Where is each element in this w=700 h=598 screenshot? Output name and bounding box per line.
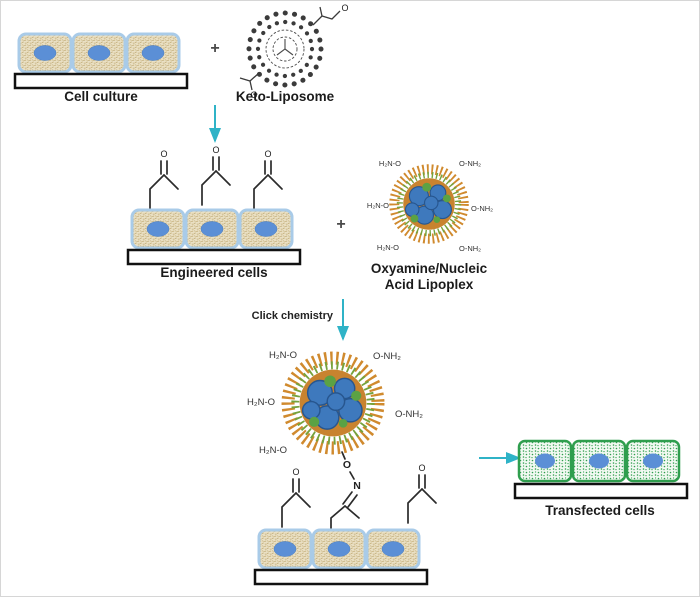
oxime-double-bond (342, 491, 353, 505)
cell (130, 208, 186, 250)
oxyamine-label: O-NH₂ (471, 204, 493, 213)
oxime-connector (341, 451, 346, 460)
cell (365, 528, 421, 570)
keto-tail-double-bond (249, 80, 253, 91)
group-oxyamine-lipoplex: H₂N-O O-NH₂ H₂N-O O-NH₂ H₂N-O O-NH₂ Oxya… (367, 159, 493, 292)
plus-operator: + (210, 40, 219, 57)
oxyamine-label: H₂N-O (379, 159, 401, 168)
group-transfected-cells: Transfected cells (513, 439, 689, 518)
ketone-group (407, 462, 437, 524)
oxyamine-label: O-NH₂ (459, 159, 481, 168)
oxygen-label: O (250, 90, 257, 100)
group-cell-culture: Cell culture (13, 32, 189, 104)
oxime-carbon-chain (330, 505, 346, 529)
cell (17, 32, 73, 74)
oxime-nitrogen-label: N (353, 480, 361, 492)
oxyamine-label: H₂N-O (377, 243, 399, 252)
liposome-bead-ring-inner (255, 19, 315, 79)
group-engineered-cells: Engineered cells (126, 144, 302, 280)
oxyamine-label: H₂N-O (269, 350, 297, 361)
oxime-oxygen-label: O (343, 459, 351, 471)
lipoplex-name-line1: Oxyamine/Nucleic (371, 261, 488, 276)
oxyamine-label: O-NH₂ (395, 409, 423, 420)
cell (311, 528, 367, 570)
oxyamine-label: O-NH₂ (373, 351, 401, 362)
culture-platform (253, 568, 429, 586)
group-keto-liposome: O O Keto-Liposome (236, 3, 349, 104)
click-chemistry-label: Click chemistry (252, 310, 334, 322)
ketone-group (201, 144, 231, 206)
liposome-bead-ring-outer (246, 10, 324, 88)
cell (257, 528, 313, 570)
liposome-center-struts (276, 39, 294, 56)
keto-liposome-label: Keto-Liposome (236, 89, 335, 104)
liposome-mesh-ring (272, 36, 298, 62)
cell (238, 208, 294, 250)
oxyamine-label: H₂N-O (367, 201, 389, 210)
oxime-double-bond (347, 494, 358, 508)
keto-tail-double-bond (319, 6, 323, 17)
keto-tail (312, 10, 341, 26)
engineered-cells-label: Engineered cells (160, 265, 267, 280)
ketone-group (149, 148, 179, 210)
oxime-bond (349, 471, 355, 480)
ketone-group (253, 148, 283, 210)
cell-culture-label: Cell culture (64, 89, 138, 104)
oxyamine-label: H₂N-O (247, 397, 275, 408)
group-bottom-cells (253, 462, 437, 586)
keto-liposome-particle: O O (239, 3, 349, 100)
keto-tail (239, 72, 260, 82)
transfected-cell (517, 439, 573, 483)
group-click-chemistry: Click chemistry (252, 299, 349, 341)
oxime-methyl-branch (344, 505, 360, 519)
group-conjugated-lipoplex: H₂N-O O-NH₂ H₂N-O O-NH₂ H₂N-O O N (247, 350, 423, 529)
ketone-group (281, 466, 311, 528)
cell (184, 208, 240, 250)
transfected-cells-label: Transfected cells (545, 503, 655, 518)
transfected-cell (625, 439, 681, 483)
lipoplex-particle (394, 169, 463, 238)
oxyamine-label: H₂N-O (259, 445, 287, 456)
lipoplex-particle-large (288, 358, 378, 448)
lipoplex-name-line2: Acid Lipoplex (385, 277, 474, 292)
liposome-mesh-ring (265, 29, 305, 69)
transfected-cell (571, 439, 627, 483)
culture-platform (13, 72, 189, 90)
oxyamine-label: O-NH₂ (459, 244, 481, 253)
cell (71, 32, 127, 74)
oxygen-label: O (341, 3, 348, 13)
culture-platform (126, 248, 302, 266)
cell (125, 32, 181, 74)
culture-platform (513, 482, 689, 500)
plus-operator: + (336, 216, 345, 233)
